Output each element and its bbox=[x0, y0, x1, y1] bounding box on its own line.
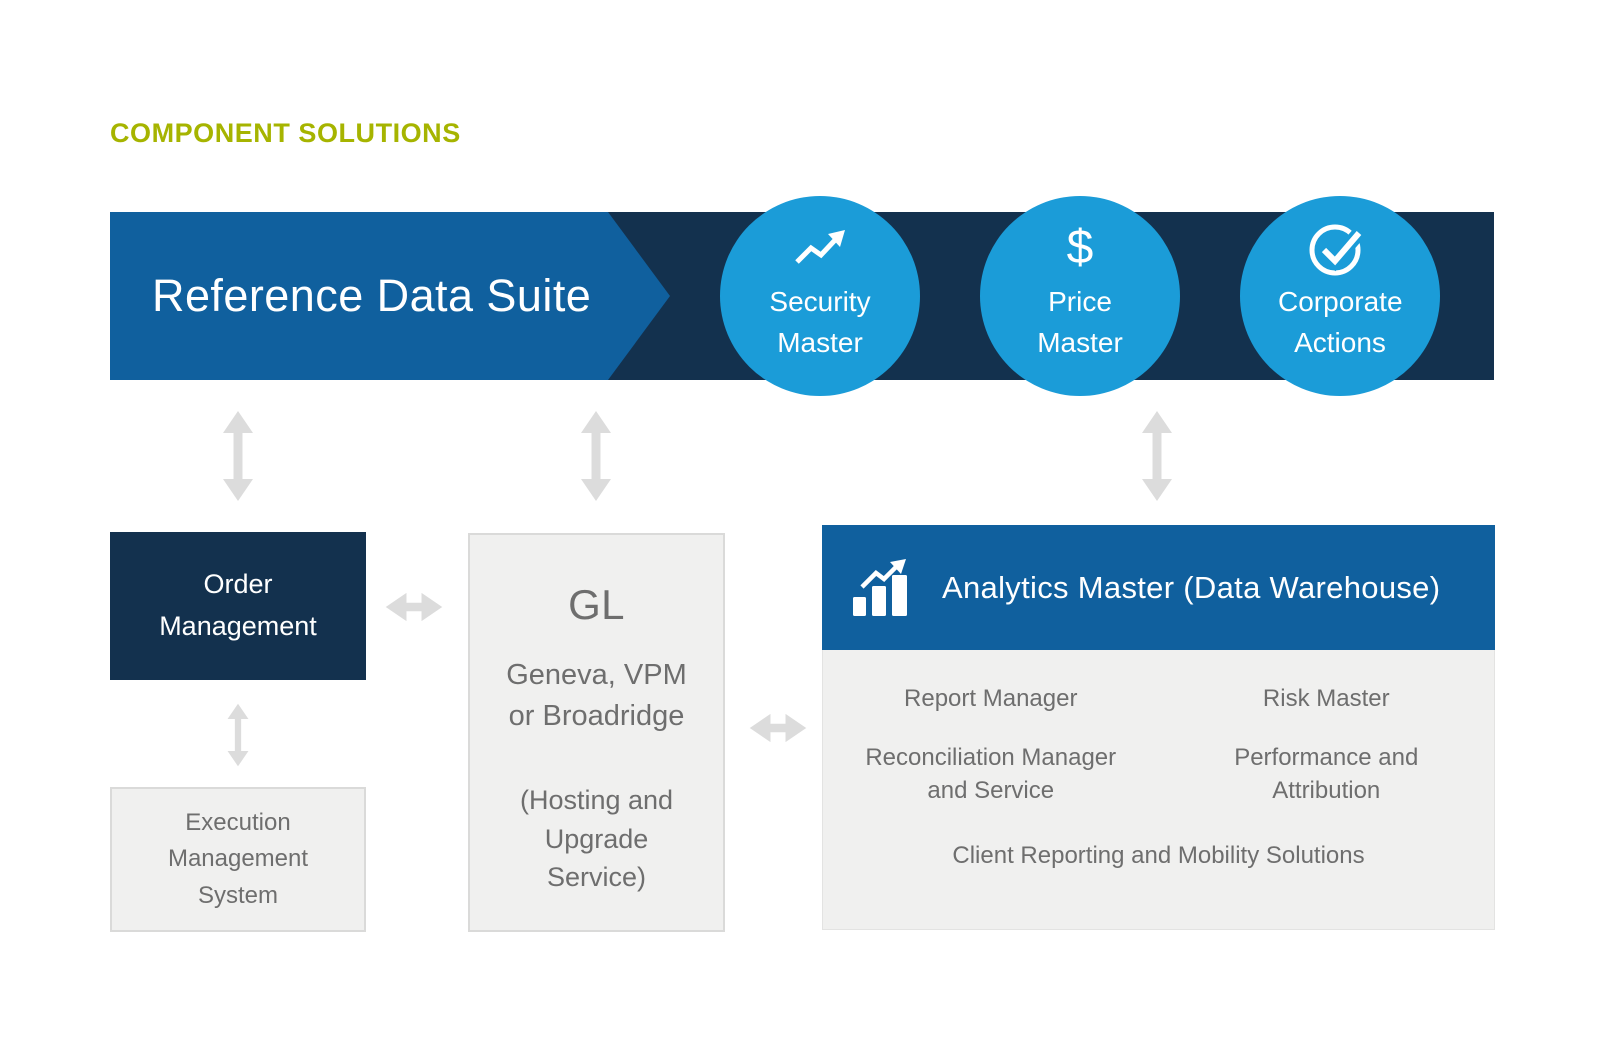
trend-up-icon bbox=[793, 222, 847, 274]
gl-subtitle: Geneva, VPM or Broadridge bbox=[506, 659, 687, 733]
analytics-master-title: Analytics Master (Data Warehouse) bbox=[942, 569, 1441, 605]
horizontal-double-arrow-order-management-gl bbox=[385, 592, 443, 622]
execution-management-system-label: Execution Management System bbox=[167, 808, 309, 909]
gl-name: GL bbox=[568, 581, 625, 628]
analytics-item-risk-master: Risk Master bbox=[1262, 685, 1390, 712]
analytics-master-body: Report Manager Risk Master Reconciliatio… bbox=[822, 650, 1495, 930]
gl-note: (Hosting and Upgrade Service) bbox=[519, 785, 674, 892]
reference-data-suite-arrow-shape bbox=[110, 212, 670, 380]
order-management-box: Order Management bbox=[110, 532, 366, 680]
security-master-circle: Security Master bbox=[720, 196, 920, 396]
horizontal-double-arrow-gl-analytics bbox=[749, 713, 807, 743]
corporate-actions-label: Corporate Actions bbox=[1278, 286, 1403, 358]
analytics-master-box: Analytics Master (Data Warehouse) Report… bbox=[822, 525, 1495, 930]
analytics-item-reconciliation: Reconciliation Manager and Service bbox=[865, 744, 1117, 805]
order-management-label: Order Management bbox=[159, 569, 317, 641]
bar-chart-trend-icon bbox=[853, 558, 907, 616]
analytics-item-client-reporting: Client Reporting and Mobility Solutions bbox=[952, 842, 1365, 870]
vertical-double-arrow-order-management-ems bbox=[227, 703, 249, 767]
check-circle-icon bbox=[1308, 222, 1372, 276]
dollar-icon: $ bbox=[1066, 221, 1094, 274]
corporate-actions-circle: Corporate Actions bbox=[1240, 196, 1440, 396]
vertical-double-arrow-banner-analytics bbox=[1142, 411, 1172, 501]
vertical-double-arrow-banner-gl bbox=[581, 411, 611, 501]
analytics-item-report-manager: Report Manager bbox=[904, 685, 1078, 712]
price-master-circle: $ Price Master bbox=[980, 196, 1180, 396]
gl-box: GL Geneva, VPM or Broadridge (Hosting an… bbox=[468, 533, 725, 932]
analytics-master-header: Analytics Master (Data Warehouse) bbox=[822, 525, 1495, 650]
vertical-double-arrow-banner-order-management bbox=[223, 411, 253, 501]
reference-data-suite-label: Reference Data Suite bbox=[152, 270, 592, 321]
analytics-item-performance-attribution: Performance and Attribution bbox=[1234, 744, 1419, 805]
security-master-label: Security Master bbox=[769, 286, 871, 358]
execution-management-system-box: Execution Management System bbox=[110, 787, 366, 932]
page-title: COMPONENT SOLUTIONS bbox=[110, 118, 461, 148]
price-master-label: Price Master bbox=[1037, 286, 1123, 358]
